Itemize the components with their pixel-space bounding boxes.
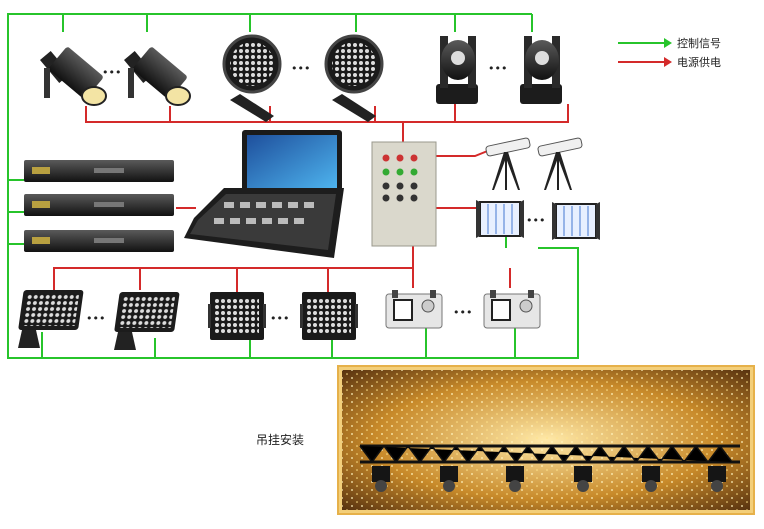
ellipsis-fog-machine: ••• — [453, 306, 472, 319]
led-par-light-icon — [222, 34, 282, 122]
legend: 控制信号 电源供电 — [618, 36, 721, 69]
legend-power-supply-label: 电源供电 — [677, 55, 721, 69]
ellipsis-moving-head: ••• — [488, 62, 507, 75]
moving-head-light-icon — [520, 36, 562, 104]
ellipsis-led-par: ••• — [291, 62, 310, 75]
legend-power-supply: 电源供电 — [618, 55, 721, 69]
led-matrix-light-icon — [300, 292, 358, 340]
ellipsis-matrix-light: ••• — [270, 312, 289, 325]
led-soft-panel-light-icon — [476, 200, 524, 238]
profile-spot-light-icon — [123, 47, 191, 106]
fog-machine-icon — [483, 290, 541, 329]
fog-machine-icon — [385, 290, 443, 329]
lighting-console-icon — [184, 130, 344, 258]
follow-spot-light-icon — [485, 137, 531, 190]
follow-spot-light-icon — [537, 137, 583, 190]
power-supply-wiring — [53, 104, 569, 292]
control-signal-wiring — [7, 13, 579, 359]
ellipsis-profile-spot: ••• — [102, 66, 121, 79]
moving-head-light-icon — [436, 36, 478, 104]
dimmer-rack-icon — [24, 194, 174, 216]
power-control-cabinet-icon — [371, 141, 437, 247]
ellipsis-flood-light: ••• — [86, 312, 105, 325]
led-flood-light-icon — [114, 292, 180, 350]
dimmer-rack-icon — [24, 230, 174, 252]
profile-spot-light-icon — [39, 47, 107, 106]
dimmer-rack-icon — [24, 160, 174, 182]
legend-control-signal-label: 控制信号 — [677, 36, 721, 50]
legend-control-signal: 控制信号 — [618, 36, 721, 50]
led-soft-panel-light-icon — [552, 202, 600, 240]
led-flood-light-icon — [18, 290, 84, 348]
installation-caption: 吊挂安装 — [256, 433, 305, 447]
led-par-light-icon — [324, 34, 384, 122]
led-matrix-light-icon — [208, 292, 266, 340]
ellipsis-soft-panel: ••• — [526, 214, 545, 227]
hanging-moving-heads — [372, 466, 726, 492]
hanging-installation-photo — [337, 365, 755, 515]
